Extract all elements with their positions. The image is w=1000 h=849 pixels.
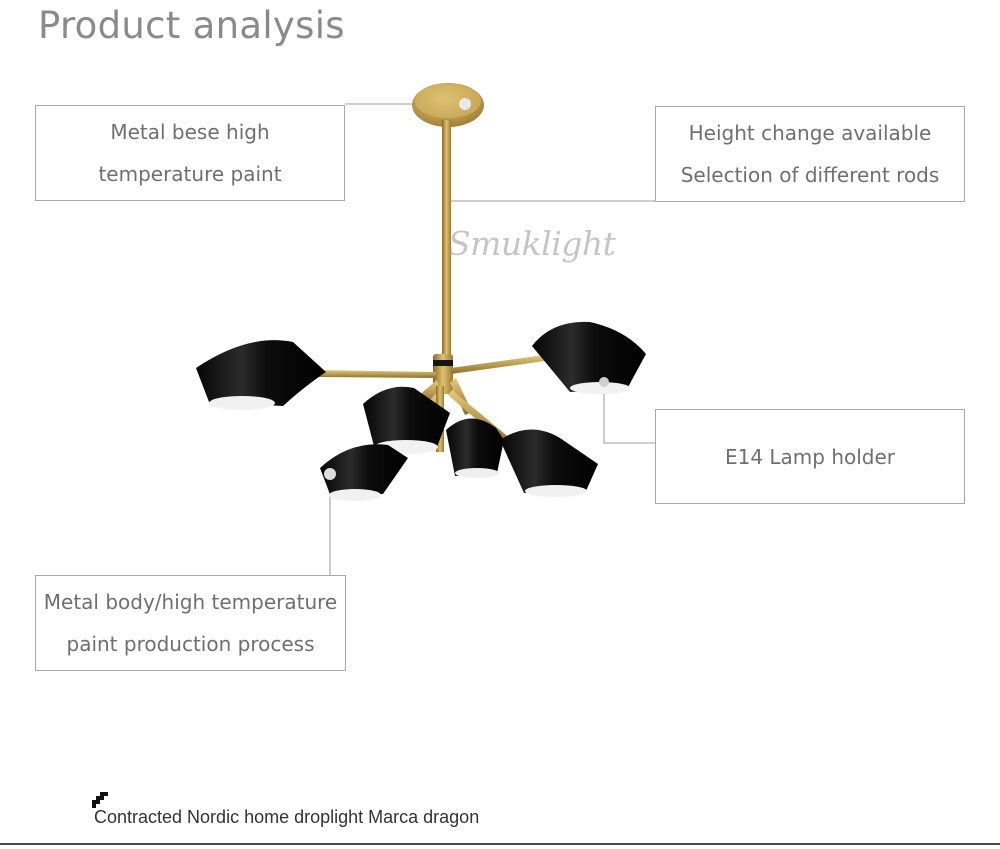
lamp-shade-rear <box>446 418 504 478</box>
lamp-shade-lower-right <box>500 429 598 497</box>
lamp-shade-lower-left <box>320 444 408 501</box>
lamp-shades <box>196 321 646 501</box>
footer-pixel-mark-icon <box>92 792 108 808</box>
page-title: Product analysis <box>38 4 345 47</box>
lamp-shade-left <box>196 340 326 410</box>
lamp-shade-right <box>532 321 646 394</box>
callout-metal-base: Metal bese high temperature paint <box>35 105 345 201</box>
lamp-shade-center <box>363 386 450 454</box>
callout-lamp-holder: E14 Lamp holder <box>655 409 965 504</box>
chandelier-stem <box>442 120 451 360</box>
footer-caption: Contracted Nordic home droplight Marca d… <box>94 807 480 827</box>
callout-height-rods-line2: Selection of different rods <box>680 163 940 187</box>
callout-metal-base-line2: temperature paint <box>98 162 282 186</box>
callout-metal-body: Metal body/high temperature paint produc… <box>35 575 346 671</box>
callout-metal-body-line2: paint production process <box>66 632 315 656</box>
brand-watermark: Smuklight <box>448 224 616 263</box>
callout-metal-body-line1: Metal body/high temperature <box>43 590 338 614</box>
callout-height-rods-line1: Height change available <box>688 121 932 145</box>
callout-metal-base-line1: Metal bese high <box>110 120 270 144</box>
callout-height-rods: Height change available Selection of dif… <box>655 106 965 202</box>
bottom-divider <box>0 843 1000 845</box>
callout-lamp-holder-line1: E14 Lamp holder <box>724 444 896 469</box>
